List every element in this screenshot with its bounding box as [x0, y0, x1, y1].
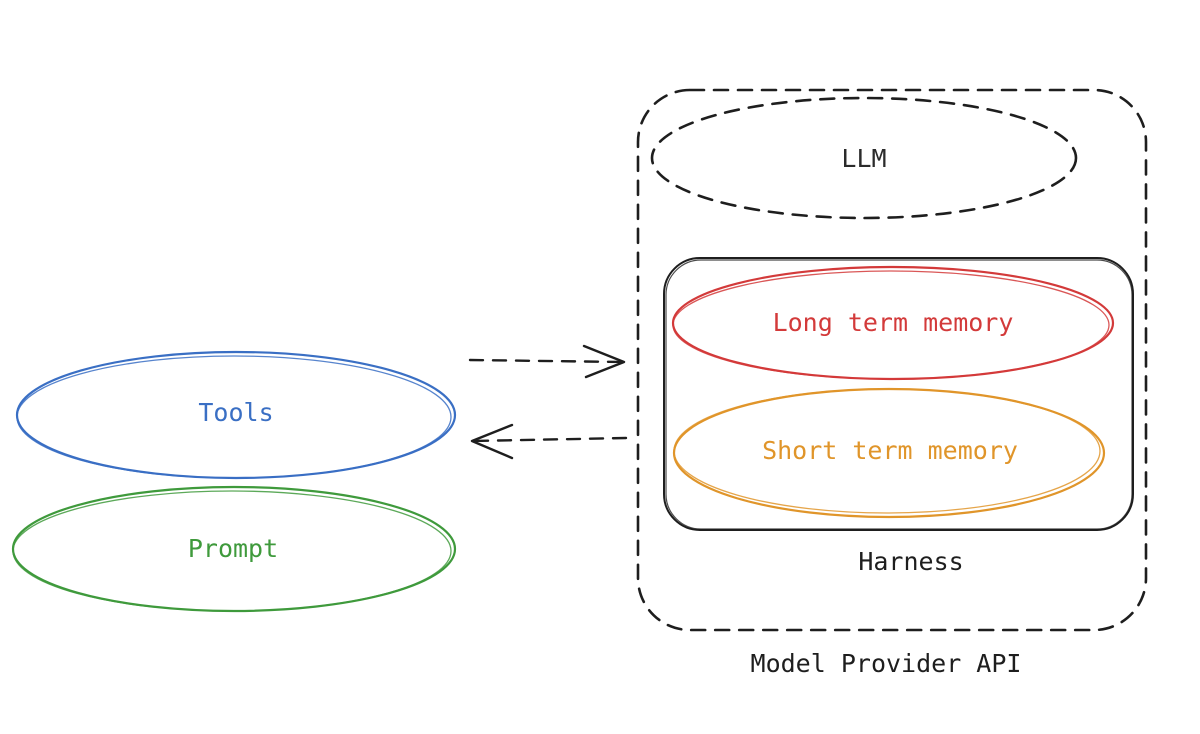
- harness-group: Harness: [663, 257, 1134, 576]
- tools-ellipse-sketch: [16, 355, 452, 479]
- arrow-to-tools: [470, 423, 628, 460]
- short-term-memory-ellipse-sketch: [673, 388, 1101, 514]
- long-term-memory-node: Long term memory: [671, 265, 1115, 381]
- prompt-ellipse-sketch: [12, 490, 452, 612]
- short-term-memory-label: Short term memory: [762, 436, 1018, 465]
- llm-label: LLM: [841, 144, 886, 173]
- llm-node: LLM: [650, 96, 1078, 220]
- long-term-memory-ellipse-sketch: [672, 270, 1110, 380]
- arrow-to-provider-head: [582, 344, 626, 379]
- tools-label: Tools: [198, 398, 273, 427]
- long-term-memory-label: Long term memory: [773, 308, 1014, 337]
- prompt-node: Prompt: [11, 485, 457, 613]
- model-provider-api-group: Model Provider API: [636, 88, 1148, 678]
- llm-ellipse: [650, 96, 1078, 220]
- tools-node: Tools: [15, 350, 457, 480]
- model-provider-api-label: Model Provider API: [751, 649, 1022, 678]
- harness-box-sketch: [665, 259, 1133, 530]
- arrow-to-provider-shaft: [468, 358, 626, 364]
- harness-label: Harness: [858, 547, 963, 576]
- arrow-to-tools-shaft: [470, 436, 628, 443]
- arrow-to-provider: [468, 344, 626, 379]
- model-provider-api-box: [636, 88, 1148, 632]
- prompt-label: Prompt: [188, 534, 278, 563]
- harness-box: [663, 257, 1134, 531]
- arrow-to-tools-head: [470, 423, 514, 460]
- short-term-memory-node: Short term memory: [672, 387, 1106, 519]
